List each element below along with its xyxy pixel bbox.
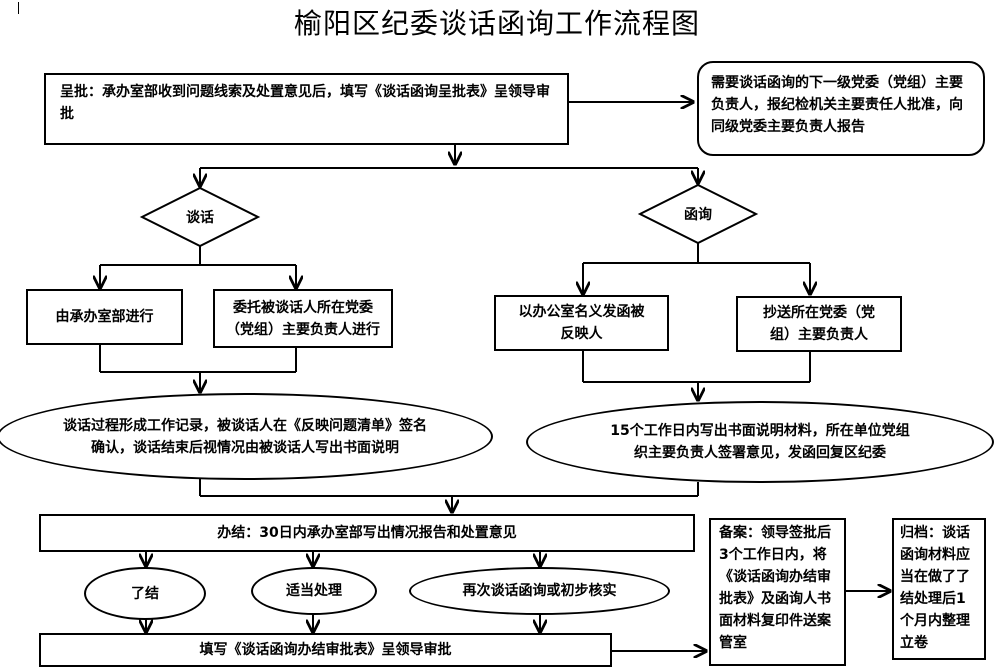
page-title: 榆阳区纪委谈话函询工作流程图 [293, 7, 700, 40]
conclude-box: 办结：30日内承办室部写出情况报告和处置意见 [39, 514, 695, 552]
talk-label: 谈话 [186, 210, 214, 226]
fill-form-box: 填写《谈话函询办结审批表》呈领导审批 [39, 633, 612, 667]
handle-ellipse: 适当处理 [251, 567, 377, 615]
cc-box: 抄送所在党委（党组）主要负责人 [736, 296, 902, 352]
written-15-ellipse: 15个工作日内写出书面说明材料，所在单位党组织主要负责人签署意见，发函回复区纪委 [526, 401, 994, 483]
submit-box: 呈批：承办室部收到问题线索及处置意见后，填写《谈话函询呈批表》呈领导审批 [44, 73, 569, 145]
talk-diamond [139, 186, 261, 248]
entrust-box: 委托被谈话人所在党委（党组）主要负责人进行 [213, 289, 393, 348]
inquiry-diamond [637, 183, 759, 245]
record-box: 备案：领导签批后3个工作日内，将《谈话函询办结审批表》及函询人书面材料复印件送案… [709, 518, 846, 666]
archive-box: 归档：谈话函询材料应当在做了了结处理后1个月内整理立卷 [892, 518, 986, 660]
again-ellipse: 再次谈话函询或初步核实 [409, 567, 670, 615]
inquiry-label: 函询 [684, 207, 712, 223]
send-letter-box: 以办公室名义发函被反映人 [494, 295, 669, 351]
close-ellipse: 了结 [84, 567, 206, 620]
text-cursor [18, 2, 19, 14]
lower-level-report-box: 需要谈话函询的下一级党委（党组）主要负责人，报纪检机关主要责任人批准，向同级党委… [697, 61, 985, 156]
talk-record-ellipse: 谈话过程形成工作记录，被谈话人在《反映问题清单》签名确认，谈话结束后视情况由被谈… [0, 393, 493, 480]
by-office-box: 由承办室部进行 [26, 289, 183, 345]
